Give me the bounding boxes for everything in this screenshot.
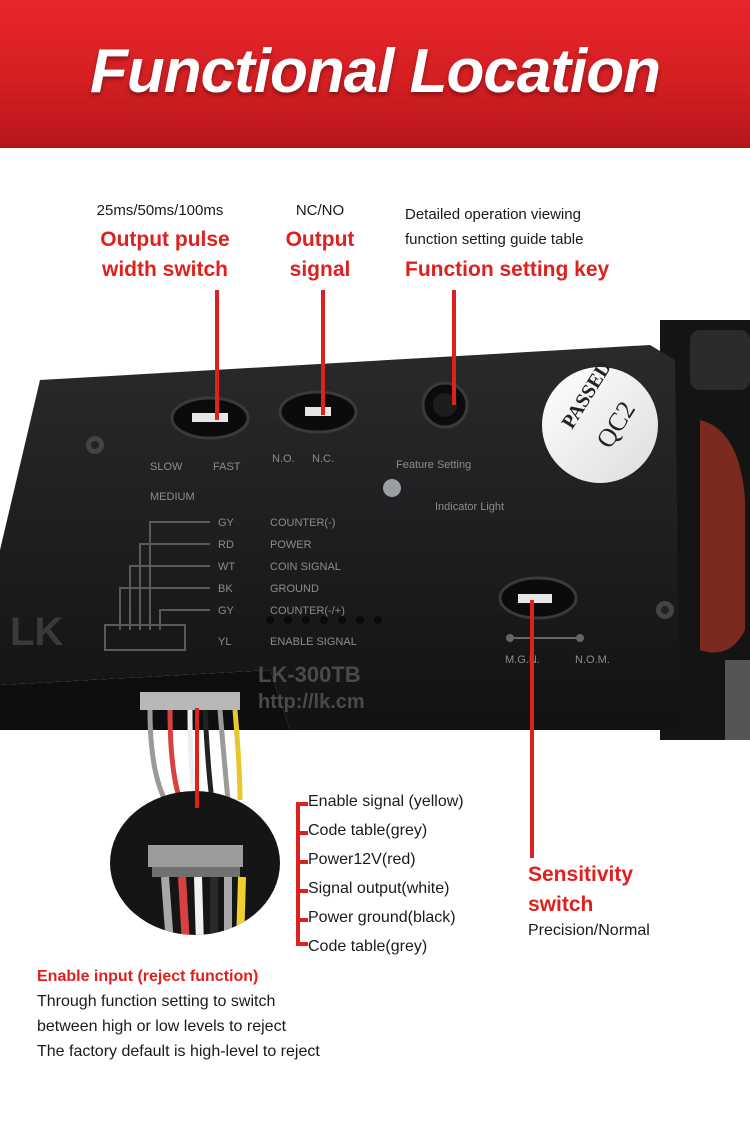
print-wire-text-6: ENABLE SIGNAL [270, 636, 357, 648]
print-wire-label-6: YL [218, 636, 231, 648]
print-mgn: M.G.N. [505, 654, 540, 666]
print-nc: N.C. [312, 453, 334, 465]
wire-tick-6 [296, 942, 308, 946]
pulse-title-line2: width switch [102, 258, 228, 281]
wire-item-1: Enable signal (yellow) [308, 793, 464, 810]
print-medium: MEDIUM [150, 491, 195, 503]
enable-input-line-1: Through function setting to switch [37, 993, 276, 1010]
print-wire-text-2: POWER [270, 539, 312, 551]
wire-tick-1 [296, 802, 308, 806]
function-callout-line [452, 290, 456, 405]
print-nom: N.O.M. [575, 654, 610, 666]
wire-item-5: Power ground(black) [308, 909, 456, 926]
connector-zoom-image [110, 791, 280, 935]
page-title: Functional Location [90, 37, 661, 106]
wire-item-3: Power12V(red) [308, 851, 416, 868]
wire-item-6: Code table(grey) [308, 938, 428, 955]
header-banner: Functional Location [0, 0, 750, 148]
print-wire-text-3: COIN SIGNAL [270, 561, 341, 573]
print-wire-label-4: BK [218, 583, 233, 595]
wire-tick-2 [296, 831, 308, 835]
wire-item-4: Signal output(white) [308, 880, 450, 897]
print-wire-label-2: RD [218, 539, 234, 551]
wire-list-bracket [296, 802, 300, 944]
signal-title-line2: signal [289, 258, 351, 281]
print-wire-label-5: GY [218, 605, 235, 617]
print-model: LK-300TB [258, 662, 361, 687]
sensitivity-note: Precision/Normal [528, 922, 650, 939]
print-feature: Feature Setting [396, 459, 471, 471]
print-wire-text-5: COUNTER(-/+) [270, 605, 345, 617]
print-fast: FAST [213, 461, 241, 473]
wire-item-2: Code table(grey) [308, 822, 428, 839]
connector-callout-line [195, 708, 199, 808]
print-slow: SLOW [150, 461, 183, 473]
enable-input-line-3: The factory default is high-level to rej… [37, 1043, 320, 1060]
print-brand-logo: LK [10, 610, 63, 654]
coin-acceptor-device-image: PASSED QC2 SLOW MEDIUM FAST N.O. N.C. Fe… [0, 320, 750, 802]
sensitivity-title-line1: Sensitivity [528, 863, 634, 886]
print-no: N.O. [272, 453, 295, 465]
function-title: Function setting key [405, 258, 610, 281]
print-url: http://lk.cm [258, 691, 365, 713]
print-indicator: Indicator Light [435, 501, 504, 513]
signal-title-line1: Output [285, 228, 355, 251]
print-wire-label-1: GY [218, 517, 235, 529]
print-wire-label-3: WT [218, 561, 235, 573]
print-wire-text-4: GROUND [270, 583, 319, 595]
sensitivity-title-line2: switch [528, 893, 594, 916]
enable-input-title: Enable input (reject function) [37, 968, 259, 985]
signal-callout-line [321, 290, 325, 415]
print-wire-text-1: COUNTER(-) [270, 517, 335, 529]
pulse-callout-line [215, 290, 219, 420]
function-note-line2: function setting guide table [405, 231, 584, 248]
wire-tick-3 [296, 860, 308, 864]
function-note-line1: Detailed operation viewing [405, 206, 581, 223]
wire-tick-4 [296, 889, 308, 893]
wire-tick-5 [296, 918, 308, 922]
pulse-title-line1: Output pulse [100, 228, 230, 251]
signal-note: NC/NO [295, 202, 345, 219]
pulse-note: 25ms/50ms/100ms [96, 202, 224, 219]
enable-input-line-2: between high or low levels to reject [37, 1018, 287, 1035]
sensitivity-callout-line [530, 600, 534, 858]
